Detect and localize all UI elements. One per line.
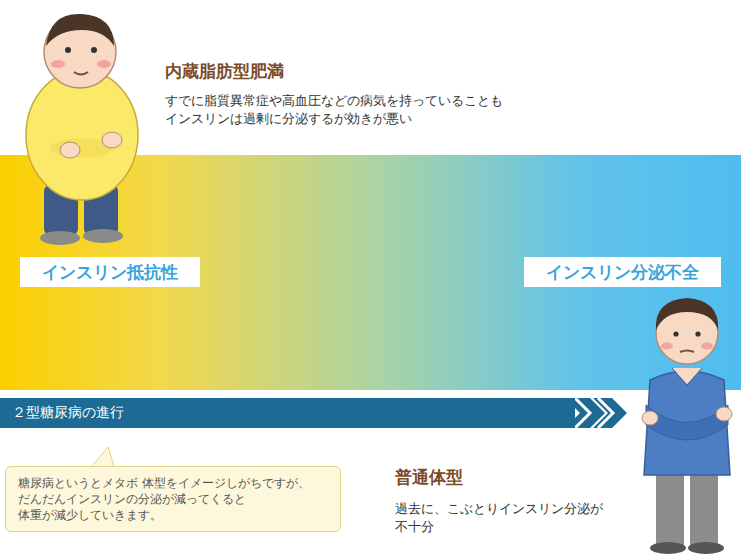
progress-bar-text: ２型糖尿病の進行: [12, 404, 124, 422]
condition-tag-text: インスリン抵抗性: [42, 261, 178, 283]
callout-note-text: 糖尿病というとメタボ 体型をイメージしがちですが、 だんだんインスリンの分泌が減…: [18, 475, 328, 523]
type-title: 普通体型: [395, 466, 463, 489]
obese-man-figure: [26, 14, 138, 245]
progress-bar: ２型糖尿病の進行: [0, 398, 575, 428]
type-title: 内蔵脂肪型肥満: [165, 60, 284, 83]
condition-tag: インスリン抵抗性: [20, 257, 200, 287]
condition-tag: インスリン分泌不全: [524, 257, 721, 287]
normal-man-figure: [642, 298, 732, 554]
condition-tag-text: インスリン分泌不全: [546, 261, 699, 283]
type-description: すでに脂質異常症や高血圧などの病気を持っていることも インスリンは過剰に分泌する…: [165, 92, 537, 128]
type-description: 過去に、こぶとりインスリン分泌が 不十分: [395, 500, 623, 536]
callout-note: 糖尿病というとメタボ 体型をイメージしがちですが、 だんだんインスリンの分泌が減…: [5, 466, 341, 532]
callout-tail: [92, 447, 114, 466]
